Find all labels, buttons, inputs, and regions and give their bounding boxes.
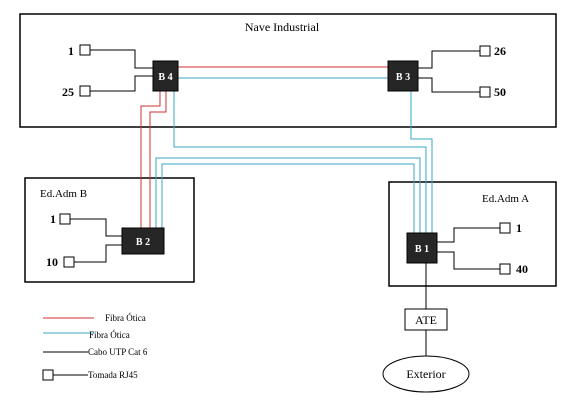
building-title-adm-a: Ed.Adm A <box>482 193 529 205</box>
port-label-b1-last: 40 <box>516 262 528 276</box>
switch-b1: B 1 <box>406 232 438 264</box>
switch-b3-label: B 3 <box>396 72 410 83</box>
fiber-link-blue-b4-b1 <box>173 91 427 233</box>
building-ed-adm-a <box>388 181 557 287</box>
port-label-b2-last: 10 <box>46 255 58 269</box>
port-label-b2-first: 1 <box>50 212 56 226</box>
utp-b3-port-50 <box>418 77 480 93</box>
legend-label-fiber-red: Fibra Ótica <box>105 313 146 323</box>
exterior-cloud <box>382 355 470 393</box>
switch-b4: B 4 <box>152 60 179 92</box>
building-title-nave: Nave Industrial <box>245 20 320 34</box>
fiber-link-red-b4-b2-a <box>140 91 161 228</box>
legend-label-fiber-blue: Fibra Ótica <box>89 330 130 340</box>
utp-b1-port-40 <box>437 251 500 270</box>
rj45-outlet-icon <box>479 45 491 57</box>
switch-b2: B 2 <box>121 227 165 255</box>
port-label-b1-first: 1 <box>516 221 522 235</box>
legend-label-rj45: Tomada RJ45 <box>88 370 138 380</box>
utp-b2-port-10 <box>74 244 122 263</box>
rj45-outlet-icon <box>499 222 511 234</box>
switch-b1-label: B 1 <box>415 244 429 255</box>
rj45-outlet-icon <box>79 44 91 56</box>
utp-b2-port-1 <box>70 218 122 237</box>
fiber-link-blue-b3-b1 <box>410 91 433 233</box>
building-title-adm-b: Ed.Adm B <box>40 188 87 200</box>
utp-b4-port-25 <box>90 75 153 92</box>
rj45-outlet-icon <box>479 86 491 98</box>
building-nave-industrial <box>19 13 557 128</box>
fiber-link-red-b4-b2-b <box>149 91 167 228</box>
legend-rj45-icon <box>42 369 54 381</box>
fiber-link-blue-b2-b1-b <box>161 163 415 233</box>
port-label-b3-last: 50 <box>494 85 506 99</box>
port-label-b3-first: 26 <box>494 44 506 58</box>
port-label-b4-last: 25 <box>62 85 74 99</box>
utp-b1-port-1 <box>437 227 500 243</box>
rj45-outlet-icon <box>59 213 71 225</box>
switch-b4-label: B 4 <box>158 72 172 83</box>
port-label-b4-first: 1 <box>68 44 74 58</box>
building-ed-adm-b <box>24 177 195 283</box>
rj45-outlet-icon <box>79 85 91 97</box>
utp-b3-port-26 <box>418 50 480 69</box>
switch-b3: B 3 <box>387 60 419 92</box>
legend: Fibra Ótica Fibra Ótica Cabo UTP Cat 6 T… <box>42 313 148 381</box>
fiber-link-blue-b2-b1 <box>155 157 421 233</box>
legend-label-utp: Cabo UTP Cat 6 <box>88 347 148 357</box>
rj45-outlet-icon <box>499 263 511 275</box>
switch-b2-label: B 2 <box>136 237 150 248</box>
rj45-outlet-icon <box>63 256 75 268</box>
ate-box <box>404 308 448 331</box>
exterior-label: Exterior <box>406 367 445 381</box>
utp-b4-port-1 <box>90 49 153 69</box>
ate-label: ATE <box>415 313 437 327</box>
